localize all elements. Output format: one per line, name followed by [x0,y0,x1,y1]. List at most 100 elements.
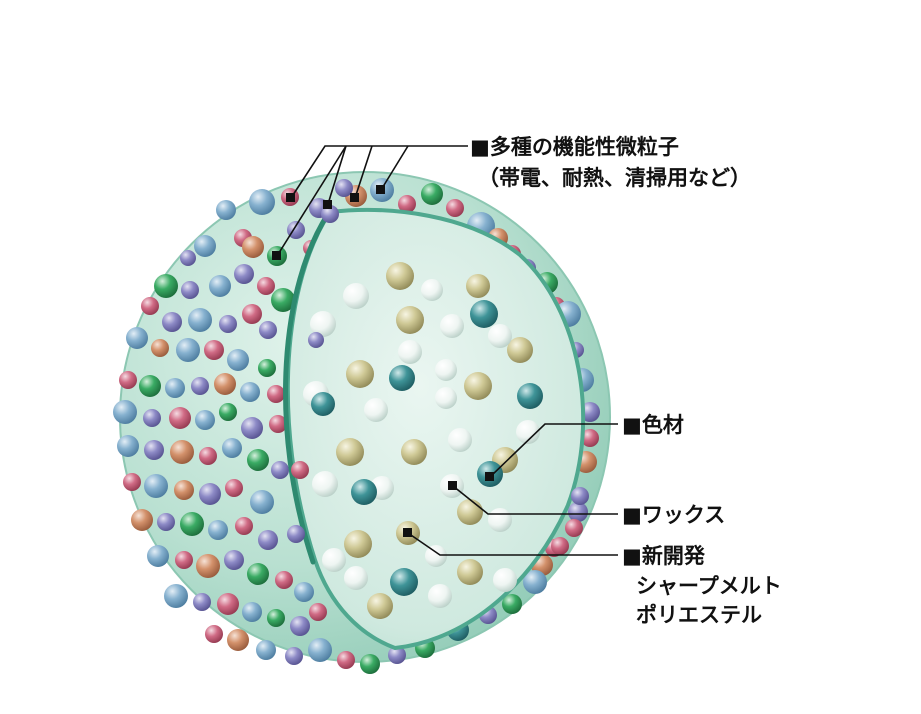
core-particle [428,584,452,608]
surface-particle [241,417,263,439]
surface-particle [196,554,220,578]
surface-particle [242,304,262,324]
rim-particle [294,582,314,602]
surface-particle [164,584,188,608]
wax-leader [448,481,618,515]
surface-particle [204,340,224,360]
functional-particles-label-line2: （帯電、耐熱、清掃用など） [478,166,751,190]
surface-particle [141,297,159,315]
surface-particle [169,407,191,429]
surface-particle [147,545,169,567]
surface-particle [267,385,285,403]
core-particle [344,530,372,558]
surface-particle [249,189,275,215]
surface-particle [275,571,293,589]
surface-particle [199,483,221,505]
surface-particle [565,519,583,537]
surface-particle [247,563,269,585]
surface-particle [227,629,249,651]
rim-particle [287,525,305,543]
polyester-leader [403,528,618,556]
core-particle [351,479,377,505]
core-particle [346,360,374,388]
surface-particle [188,308,212,332]
surface-particle [421,183,443,205]
rim-particles [287,179,589,621]
surface-particle [143,409,161,427]
core-particle [421,279,443,301]
wax-label: ■ワックス [622,503,725,527]
core-particle [435,387,457,409]
surface-particle [258,359,276,377]
core-particle [367,593,393,619]
surface-particle [267,609,285,627]
surface-particle [214,373,236,395]
core-particle [466,274,490,298]
surface-particle [271,461,289,479]
surface-particle [154,274,178,298]
core-particle [390,568,418,596]
surface-particle [219,403,237,421]
surface-particle [242,236,264,258]
rim-particle [321,205,339,223]
core-particle [343,283,369,309]
core-particle [312,471,338,497]
surface-particle [240,382,260,402]
surface-particle [256,640,276,660]
rim-particle [551,537,569,555]
surface-particle [224,550,244,570]
core-particle [364,398,388,422]
core-particle [517,383,543,409]
surface-particle [113,400,137,424]
surface-particle [123,473,141,491]
surface-particle [258,530,278,550]
surface-particle [217,593,239,615]
surface-particle [271,288,295,312]
surface-particle [191,377,209,395]
surface-particle [126,327,148,349]
surface-particle [165,378,185,398]
surface-particle [502,594,522,614]
surface-particle [208,520,228,540]
surface-particle [117,435,139,457]
surface-particle [219,315,237,333]
polyester-label-line1: ■新開発 [622,544,706,568]
core-rim-highlight [283,211,331,565]
surface-particle [259,321,277,339]
core-particles [303,262,543,619]
surface-particle [227,349,249,371]
surface-particle [199,447,217,465]
surface-particle [446,199,464,217]
rim-particle [308,332,324,348]
core-particle [516,420,540,444]
surface-particle [176,338,200,362]
surface-particle [287,221,305,239]
core-particle [398,340,422,364]
functional-particles-label-line1: ■多種の機能性微粒子 [470,135,679,159]
surface-particle [250,490,274,514]
surface-particle [194,235,216,257]
core-particle [488,324,512,348]
surface-particle [209,275,231,297]
surface-particle [523,570,547,594]
rim-particle [291,461,309,479]
core-particle [311,392,335,416]
core-particle [435,359,457,381]
core-particle [425,545,447,567]
surface-particle [269,415,287,433]
surface-particle [234,264,254,284]
colorant-leader [485,423,618,481]
core-particle [322,548,346,572]
surface-particle [247,449,269,471]
core-particle [464,372,492,400]
surface-particle [581,429,599,447]
surface-particle [388,646,406,664]
surface-particle [180,250,196,266]
surface-particle [180,512,204,536]
core-particle [440,314,464,338]
core-particle [310,311,336,337]
surface-particle [222,438,242,458]
core-particle [507,337,533,363]
surface-particle [225,479,243,497]
